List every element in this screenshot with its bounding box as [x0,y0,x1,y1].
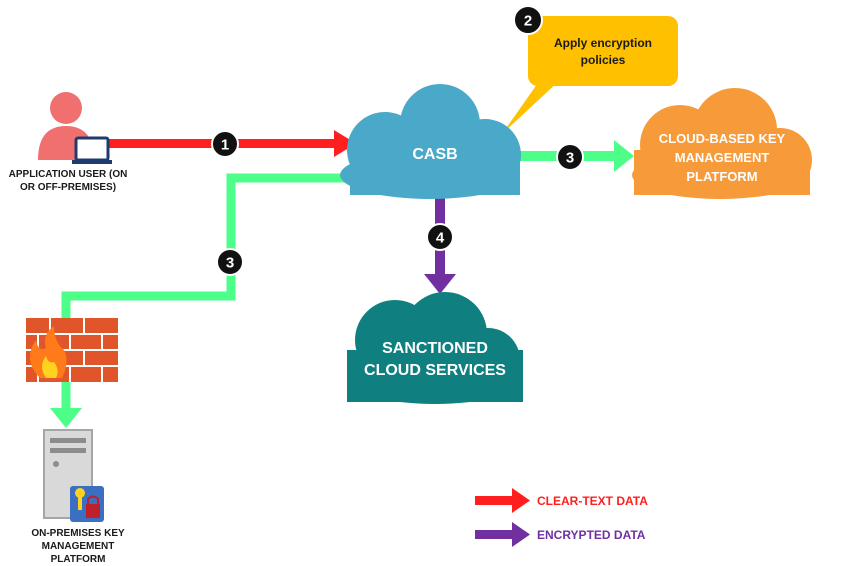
legend-encrypted-text: ENCRYPTED DATA [537,528,646,542]
red-arrowhead [334,130,356,157]
step-badge-1: 1 [211,130,239,158]
legend-clear-arrow [475,488,530,513]
flame-icon [29,326,67,378]
step-badge-3-onprem-label: 3 [226,255,234,272]
step-badge-4-label: 4 [436,230,445,247]
callout-bubble [502,16,678,134]
step-badge-3-kms-label: 3 [566,150,574,167]
purple-arrowhead [424,274,456,294]
step-badge-2-label: 2 [524,13,532,30]
laptop-icon [72,136,112,164]
sanctioned-label: SANCTIONED CLOUD SERVICES [364,340,506,379]
step-badge-3-kms: 3 [556,143,584,171]
casb-label: CASB [412,146,458,163]
callout-text: Apply encryption policies [553,36,652,67]
step-badge-1-label: 1 [221,137,229,154]
server-icon [43,429,93,519]
green-arrowhead-kms [614,140,634,172]
green-path-onprem [61,173,352,320]
key-lock-icon [70,486,104,522]
step-badge-4: 4 [426,223,454,251]
step-badge-3-onprem: 3 [216,248,244,276]
legend-encrypted-arrow [475,522,530,547]
kms-cloud [632,88,812,199]
step-badge-2: 2 [513,5,543,35]
green-arrowhead-onprem [50,408,82,428]
onprem-label: ON-PREMISES KEY MANAGEMENT PLATFORM [31,528,125,565]
sanctioned-cloud [347,292,523,404]
legend-clear-text: CLEAR-TEXT DATA [537,494,648,508]
casb-cloud [340,84,521,199]
firewall-icon [26,318,118,382]
user-label: APPLICATION USER (ON OR OFF-PREMISES) [8,169,128,193]
cloud-kms-label: CLOUD-BASED KEY MANAGEMENT PLATFORM [658,131,786,184]
